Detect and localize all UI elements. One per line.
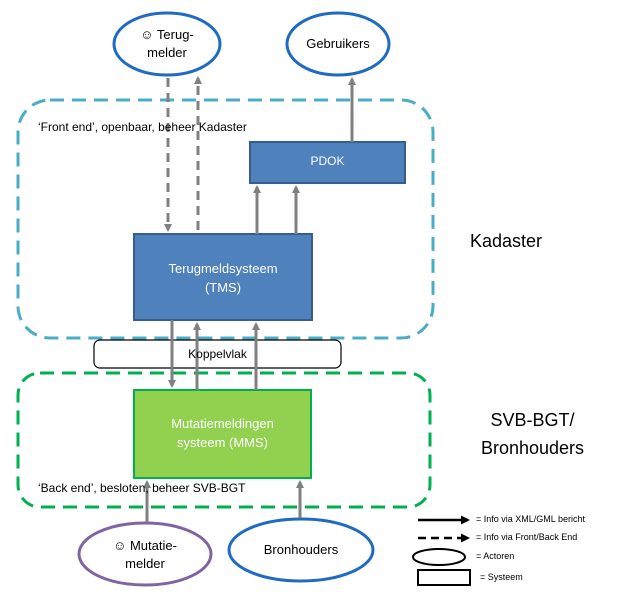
legend-actoren-label: = Actoren xyxy=(476,551,515,561)
legend-front-back-label: = Info via Front/Back End xyxy=(476,532,578,542)
mutatiemelder-label: ☺ Mutatie- melder xyxy=(113,538,177,571)
tms-box xyxy=(133,233,313,321)
back-end-zone-label: ‘Back end’, besloten, beheer SVB-BGT xyxy=(38,481,246,495)
mms-box xyxy=(133,389,312,479)
legend-systeem-label: = Systeem xyxy=(480,572,523,582)
pdok-box xyxy=(249,141,406,184)
bronhouders-label: Bronhouders xyxy=(263,542,339,557)
gebruikers-label: Gebruikers xyxy=(306,36,370,51)
smiley-icon: ☺ xyxy=(140,27,154,42)
gebruikers-actor xyxy=(285,11,391,77)
bronhouders-actor xyxy=(227,517,375,583)
terugmelder-actor xyxy=(112,11,222,77)
smiley-icon: ☺ xyxy=(113,538,127,553)
tms-label: Terugmeldsysteem (TMS) xyxy=(168,261,278,295)
mutatiemelder-actor xyxy=(77,521,213,587)
back-end-zone xyxy=(16,371,432,509)
svb-bgt-label: SVB-BGT/ Bronhouders xyxy=(480,410,585,458)
koppelvlak-label: Koppelvlak xyxy=(188,347,247,361)
pdok-label: PDOK xyxy=(310,154,345,168)
front-end-zone-label: ‘Front end’, openbaar, beheer Kadaster xyxy=(38,120,247,134)
terugmelder-label: ☺ Terug- melder xyxy=(140,27,194,60)
legend-xml-label: = Info via XML/GML bericht xyxy=(476,514,585,524)
front-end-zone xyxy=(16,98,435,340)
koppelvlak-box xyxy=(93,339,342,369)
kadaster-label: Kadaster xyxy=(470,231,543,251)
legend-actor-symbol xyxy=(412,548,466,566)
mms-label: Mutatiemeldingen systeem (MMS) xyxy=(171,416,274,450)
legend-system-symbol xyxy=(417,569,471,586)
